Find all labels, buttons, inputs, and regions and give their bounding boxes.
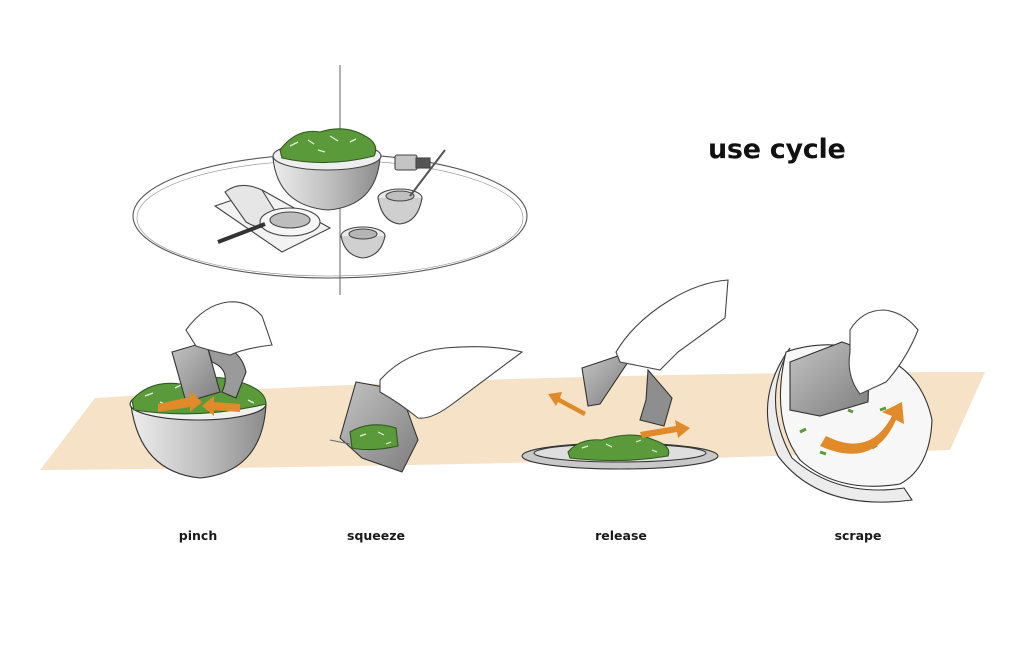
beige-background-band — [40, 372, 985, 470]
step-label-squeeze: squeeze — [347, 528, 405, 543]
scrape-illustration — [767, 309, 933, 503]
release-illustration — [521, 279, 729, 470]
squeeze-illustration — [329, 346, 524, 473]
pinch-illustration — [129, 301, 273, 479]
step-label-scrape: scrape — [834, 528, 882, 543]
table-scene — [132, 65, 528, 295]
step-label-pinch: pinch — [178, 528, 218, 543]
diagram-title: use cycle — [708, 134, 846, 165]
step-label-release: release — [595, 528, 647, 543]
